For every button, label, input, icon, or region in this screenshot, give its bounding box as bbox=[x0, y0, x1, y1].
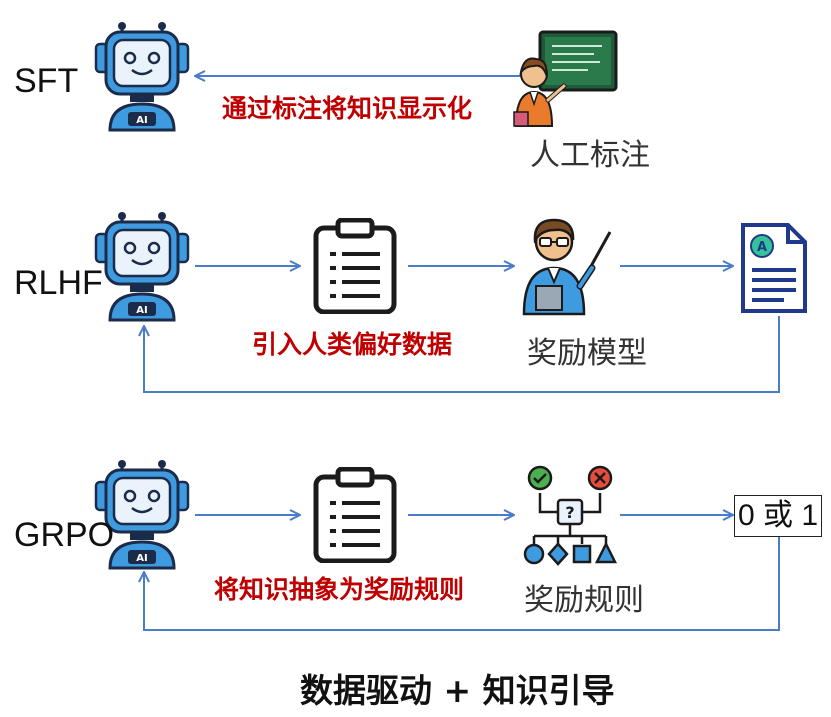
method-label-rlhf: RLHF bbox=[14, 264, 103, 302]
robot-icon: AI bbox=[94, 212, 190, 322]
clipboard-icon bbox=[313, 218, 397, 314]
reward-model-teacher-icon bbox=[522, 218, 612, 316]
robot-icon: AI bbox=[94, 22, 190, 132]
method-label-grpo: GRPO bbox=[14, 516, 115, 554]
sft-source-label: 人工标注 bbox=[530, 138, 650, 173]
decision-rules-icon: ? bbox=[523, 465, 618, 566]
sft-arrow-label: 通过标注将知识显示化 bbox=[222, 94, 473, 123]
robot-icon: AI bbox=[94, 460, 190, 570]
document-icon: A bbox=[741, 223, 807, 313]
grpo-feedback-loop bbox=[144, 535, 780, 631]
robot-badge: AI bbox=[136, 553, 147, 564]
clipboard-icon bbox=[313, 467, 397, 563]
grpo-arrow-label: 将知识抽象为奖励规则 bbox=[214, 575, 465, 604]
rlhf-arrow-label: 引入人类偏好数据 bbox=[252, 330, 453, 359]
method-label-sft: SFT bbox=[14, 62, 79, 100]
robot-badge: AI bbox=[136, 305, 147, 316]
grpo-output-box: 0 或 1 bbox=[734, 495, 823, 537]
rules-question-mark: ? bbox=[565, 503, 574, 522]
rlhf-feedback-loop bbox=[144, 316, 780, 393]
teacher-blackboard-icon bbox=[513, 30, 618, 127]
robot-badge: AI bbox=[136, 115, 147, 126]
footer-caption: 数据驱动 + 知识引导 bbox=[300, 671, 615, 710]
document-letter: A bbox=[757, 240, 767, 255]
grpo-reward-label: 奖励规则 bbox=[524, 583, 644, 618]
rlhf-reward-label: 奖励模型 bbox=[527, 336, 647, 371]
